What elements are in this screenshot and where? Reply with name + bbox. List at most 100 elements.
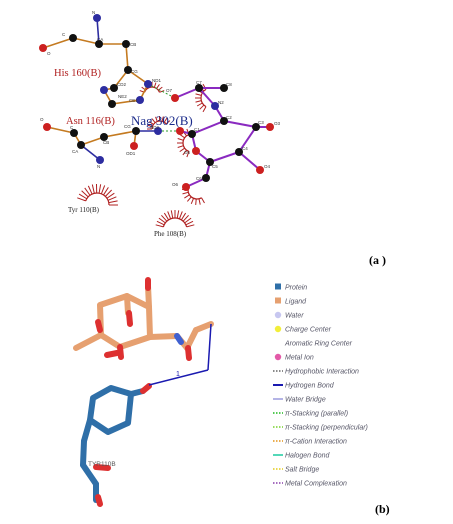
legend-label: Water Bridge <box>285 397 326 404</box>
atom-label: NE2 <box>118 94 127 99</box>
legend-item: Hydrogen Bond <box>273 383 335 390</box>
legend-label: π-Stacking (perpendicular) <box>285 425 368 432</box>
ligand-heteroatoms <box>95 277 192 361</box>
atom <box>206 158 214 166</box>
hbond-count-label: 1 <box>176 371 180 378</box>
atom <box>124 66 132 74</box>
legend-item: π-Stacking (perpendicular) <box>273 425 368 432</box>
legend-label: Metal Complexation <box>285 481 347 488</box>
atom <box>154 127 162 135</box>
legend-item: Hydrophobic Interaction <box>273 369 359 376</box>
atom <box>43 123 51 131</box>
atom-label: O6 <box>172 182 179 187</box>
atom <box>176 127 184 135</box>
legend-item: π-Stacking (parallel) <box>273 411 348 418</box>
atom-label: O3 <box>274 121 281 126</box>
his160-bonds <box>42 17 149 105</box>
atom-label: O <box>40 117 44 122</box>
atom <box>77 141 85 149</box>
hydrophobic-arc <box>139 82 165 93</box>
legend-item: Water <box>274 311 304 320</box>
legend-label: Water <box>285 313 304 320</box>
hbond-dashes <box>147 83 180 132</box>
atom <box>235 148 243 156</box>
atom-label: O4 <box>264 164 271 169</box>
hydrophobic-arc <box>77 183 118 206</box>
atom-label: CA <box>72 149 78 154</box>
legend-item: Salt Bridge <box>273 467 319 474</box>
atom-label: OD1 <box>126 151 136 156</box>
atom <box>171 94 179 102</box>
atom <box>110 84 118 92</box>
legend-item: Water Bridge <box>273 397 326 404</box>
hydrogen-bond-line <box>207 323 212 371</box>
legend-label: Ligand <box>285 299 307 306</box>
atom <box>130 142 138 150</box>
protein-heteroatoms <box>93 383 152 507</box>
atom-label: C6 <box>196 176 202 181</box>
atom <box>188 130 196 138</box>
atom <box>252 123 260 131</box>
legend-label: Charge Center <box>285 327 332 334</box>
residue-label-tyr110: Tyr 110(B) <box>68 206 100 214</box>
residue-label-nag302: Nag 302(B) <box>131 113 193 128</box>
atom <box>192 147 200 155</box>
legend-marker <box>275 283 281 290</box>
atom <box>100 86 108 94</box>
legend-item: Aromatic Ring Center <box>284 341 353 348</box>
legend-label: Hydrogen Bond <box>285 383 335 390</box>
legend-marker <box>274 311 282 319</box>
atom-label: CG <box>131 69 138 74</box>
atom-label: N <box>92 10 95 15</box>
legend-item: Protein <box>275 283 307 292</box>
legend-label: Halogen Bond <box>285 453 330 460</box>
atom-labels: N CA C O CB CG CD2 NE2 CE1 ND1 O C CA N … <box>40 10 281 187</box>
hydrogen-bond-line <box>148 369 209 386</box>
atom <box>95 40 103 48</box>
atom <box>182 183 190 191</box>
panel-b-label: (b) <box>375 502 390 516</box>
atom <box>220 84 228 92</box>
hydrophobic-arc <box>147 115 171 130</box>
ligand-sticks <box>73 283 214 351</box>
atom <box>70 129 78 137</box>
atom-label: O5 <box>184 150 191 155</box>
legend-item: Halogen Bond <box>273 453 330 460</box>
legend-label: Salt Bridge <box>285 467 319 474</box>
legend-label: Hydrophobic Interaction <box>285 369 359 376</box>
atom-label: CG <box>124 124 131 129</box>
legend-item: Ligand <box>275 297 307 306</box>
atom <box>211 102 219 110</box>
atom-label: C1 <box>194 127 200 132</box>
atom-label: CB <box>130 42 136 47</box>
legend-item: π-Cation Interaction <box>273 439 347 446</box>
atom-label: CB <box>103 140 109 145</box>
atom <box>100 133 108 141</box>
hydrophobic-arc <box>155 210 195 228</box>
atom <box>136 96 144 104</box>
atom <box>144 80 152 88</box>
atom <box>93 14 101 22</box>
atom-label: N <box>97 164 100 169</box>
legend-label: π-Cation Interaction <box>285 439 347 446</box>
residue-label-his160: His 160(B) <box>54 68 101 79</box>
atom <box>108 100 116 108</box>
atom <box>122 40 130 48</box>
atom-label: O7 <box>166 88 173 93</box>
atom-label: C3 <box>258 120 264 125</box>
legend-item: Metal Complexation <box>273 481 347 488</box>
atoms <box>39 14 274 191</box>
legend-marker <box>274 325 282 333</box>
atom-label: C <box>62 32 66 37</box>
atom <box>39 44 47 52</box>
atom <box>132 127 140 135</box>
residue-label-phe108: Phe 108(B) <box>154 230 187 238</box>
atom-label: C4 <box>242 146 248 151</box>
panel-a-label: (a ) <box>369 253 386 267</box>
atom <box>256 166 264 174</box>
legend-item: Charge Center <box>274 325 332 334</box>
atom-label: C5 <box>212 164 218 169</box>
